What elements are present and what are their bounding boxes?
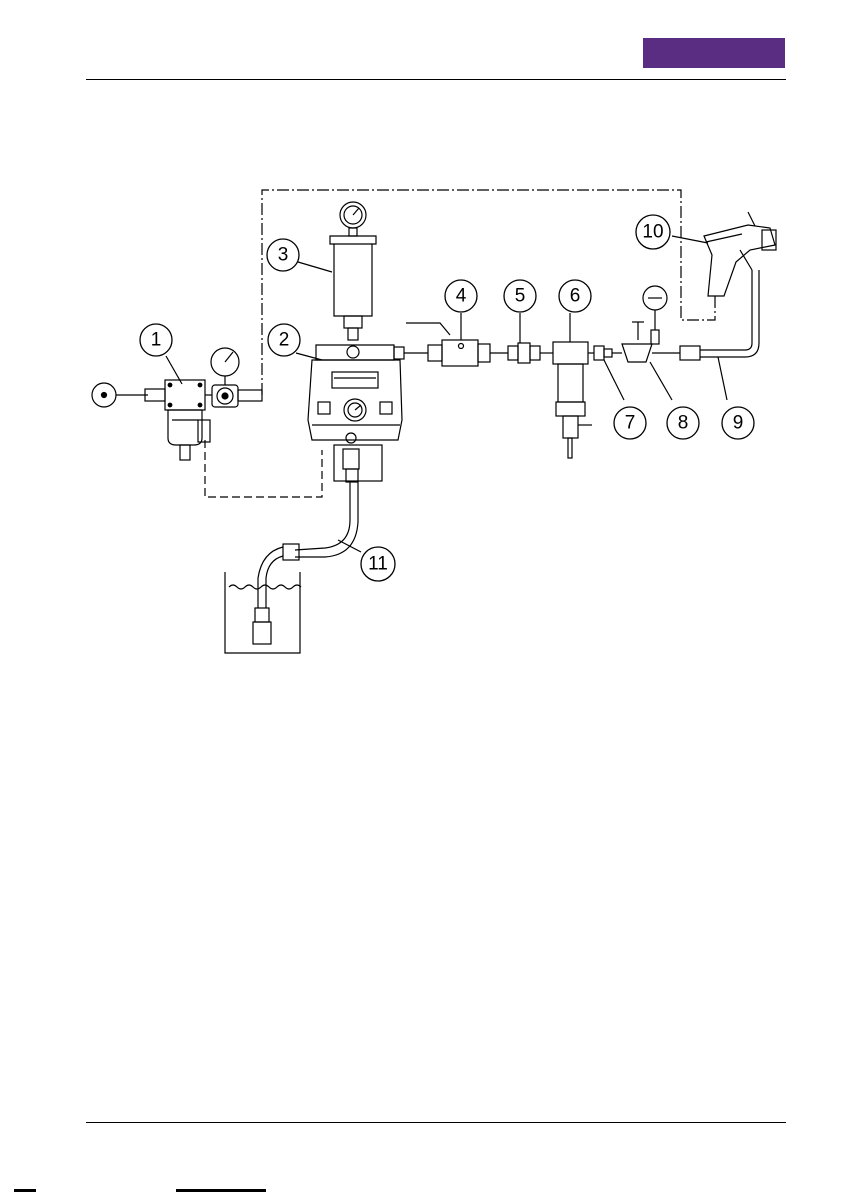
material-filter bbox=[553, 342, 592, 458]
suction-hose bbox=[253, 482, 358, 644]
leader-line bbox=[604, 360, 624, 400]
callout-number: 4 bbox=[456, 286, 467, 307]
pump-air-line bbox=[205, 440, 322, 497]
callout-number: 11 bbox=[368, 554, 388, 575]
leader-line bbox=[298, 262, 332, 272]
small-fitting bbox=[594, 346, 612, 360]
callout-number: 8 bbox=[678, 413, 689, 434]
callout-number: 10 bbox=[642, 222, 663, 243]
leader-line bbox=[296, 353, 322, 360]
material-pressure-regulator bbox=[622, 286, 680, 362]
ball-valve bbox=[406, 323, 490, 366]
leader-line bbox=[650, 362, 672, 400]
callout-number: 6 bbox=[570, 286, 581, 307]
spray-gun-icon bbox=[704, 212, 776, 306]
callout-number: 5 bbox=[515, 286, 526, 307]
air-source-icon bbox=[92, 383, 148, 407]
callout-number: 3 bbox=[278, 245, 289, 266]
leader-line bbox=[338, 540, 361, 552]
callout-number: 2 bbox=[279, 330, 290, 351]
leader-line bbox=[672, 236, 708, 243]
air-filter-regulator bbox=[145, 348, 262, 460]
material-hose bbox=[680, 270, 759, 360]
callout-number: 1 bbox=[151, 330, 162, 351]
material-hopper bbox=[330, 202, 376, 340]
hose-fitting bbox=[508, 343, 540, 363]
callout-number: 7 bbox=[625, 413, 636, 434]
callout-number: 9 bbox=[733, 413, 744, 434]
leader-line bbox=[718, 357, 727, 400]
material-container bbox=[225, 572, 301, 653]
